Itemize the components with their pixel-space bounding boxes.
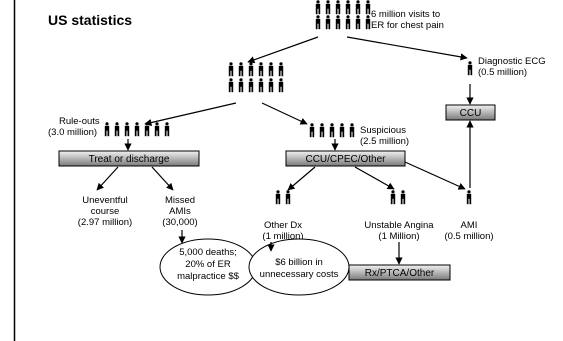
person-icon (278, 78, 284, 93)
suspicious-label-line1: Suspicious (360, 125, 406, 136)
person-icon (345, 0, 351, 15)
unstable-line2: (1 Million) (378, 231, 419, 242)
person-icon (329, 123, 335, 138)
person-icon (275, 190, 281, 205)
arrow-top-to-ecg (346, 36, 468, 61)
person-icon (154, 122, 160, 137)
oval-deaths-line3: malpractice $$ (177, 271, 239, 282)
top-label-line1: 6 million visits to (371, 9, 440, 20)
uneventful-line2: course (91, 206, 120, 217)
person-icon-ecg (467, 61, 473, 76)
person-icon (228, 62, 234, 77)
uneventful-line3: (2.97 million) (78, 217, 132, 228)
arrow-box-to-otherdx (287, 166, 316, 191)
otherdx-line2: (1 million) (262, 231, 303, 242)
missed-line3: (30,000) (162, 217, 197, 228)
crowd-icon-otherdx (275, 190, 291, 205)
person-icon (390, 190, 396, 205)
ruleouts-label-line2: (3.0 million) (48, 127, 97, 138)
top-label-line2: ER for chest pain (371, 20, 444, 31)
person-icon (355, 15, 361, 30)
suspicious-label-line2: (2.5 million) (360, 136, 409, 147)
person-icon (325, 0, 331, 15)
person-icon (400, 190, 406, 205)
box-ccu-label: CCU (460, 108, 482, 119)
oval-deaths-line1: 5,000 deaths; (179, 247, 237, 258)
person-icon-ami (466, 190, 472, 205)
person-icon (104, 122, 110, 137)
person-icon (466, 190, 472, 205)
person-icon (315, 15, 321, 30)
person-icon (124, 122, 130, 137)
person-icon (228, 78, 234, 93)
crowd-icon-suspicious (309, 123, 355, 138)
ami-line2: (0.5 million) (444, 231, 493, 242)
oval-deaths: 5,000 deaths; 20% of ER malpractice $$ (159, 238, 257, 296)
box-rx-ptca-other: Rx/PTCA/Other (348, 264, 451, 281)
box-treat-or-discharge: Treat or discharge (58, 150, 200, 167)
missed-line2: AMIs (169, 206, 191, 217)
person-icon (345, 15, 351, 30)
ami-line1: AMI (461, 220, 478, 231)
person-icon (335, 0, 341, 15)
person-icon (238, 78, 244, 93)
person-icon (315, 0, 321, 15)
crowd-icon-unstable (390, 190, 406, 205)
crowd-icon-ruleouts (104, 122, 170, 137)
person-icon (335, 15, 341, 30)
page-title: US statistics (48, 12, 132, 28)
crowd-icon-middle (228, 62, 284, 93)
oval-costs-line1: $6 billion in (275, 257, 323, 268)
person-icon (467, 61, 473, 76)
connector-arrows (96, 36, 474, 265)
person-icon (248, 62, 254, 77)
person-icon (285, 190, 291, 205)
person-icon (319, 123, 325, 138)
ruleouts-label-line1: Rule-outs (59, 116, 100, 127)
person-icon (325, 15, 331, 30)
person-icon (134, 122, 140, 137)
arrow-treat-to-uneventful (96, 166, 119, 191)
arrow-box-to-ami (404, 161, 466, 190)
box-ccu-cpec-label: CCU/CPEC/Other (305, 154, 386, 165)
person-icon (268, 62, 274, 77)
unstable-line1: Unstable Angina (364, 220, 434, 231)
person-icon (309, 123, 315, 138)
person-icon (268, 78, 274, 93)
person-icon (164, 122, 170, 137)
person-icon (365, 15, 371, 30)
arrow-middle-to-suspicious (261, 102, 308, 125)
ecg-label-line1: Diagnostic ECG (478, 56, 546, 67)
box-rx-label: Rx/PTCA/Other (365, 268, 435, 279)
arrow-treat-to-missed (151, 166, 174, 191)
person-icon (339, 123, 345, 138)
person-icon (355, 0, 361, 15)
crowd-icon-top (315, 0, 371, 30)
box-ccu-cpec-other: CCU/CPEC/Other (285, 150, 406, 167)
person-icon (365, 0, 371, 15)
missed-line1: Missed (165, 195, 195, 206)
arrow-top-to-middle (247, 36, 319, 64)
person-icon (238, 62, 244, 77)
uneventful-line1: Uneventful (82, 195, 127, 206)
ecg-label-line2: (0.5 million) (478, 67, 527, 78)
box-treat-label: Treat or discharge (89, 154, 170, 165)
person-icon (258, 78, 264, 93)
person-icon (278, 62, 284, 77)
oval-deaths-line2: 20% of ER (185, 259, 231, 270)
box-ccu: CCU (445, 104, 496, 121)
otherdx-line1: Other Dx (264, 220, 302, 231)
person-icon (349, 123, 355, 138)
arrow-box-to-unstable (354, 166, 395, 190)
person-icon (114, 122, 120, 137)
person-icon (258, 62, 264, 77)
oval-costs: $6 billion in unnecessary costs (248, 238, 350, 296)
person-icon (248, 78, 254, 93)
arrow-middle-to-ruleouts (144, 102, 237, 127)
oval-costs-line2: unnecessary costs (260, 269, 339, 280)
